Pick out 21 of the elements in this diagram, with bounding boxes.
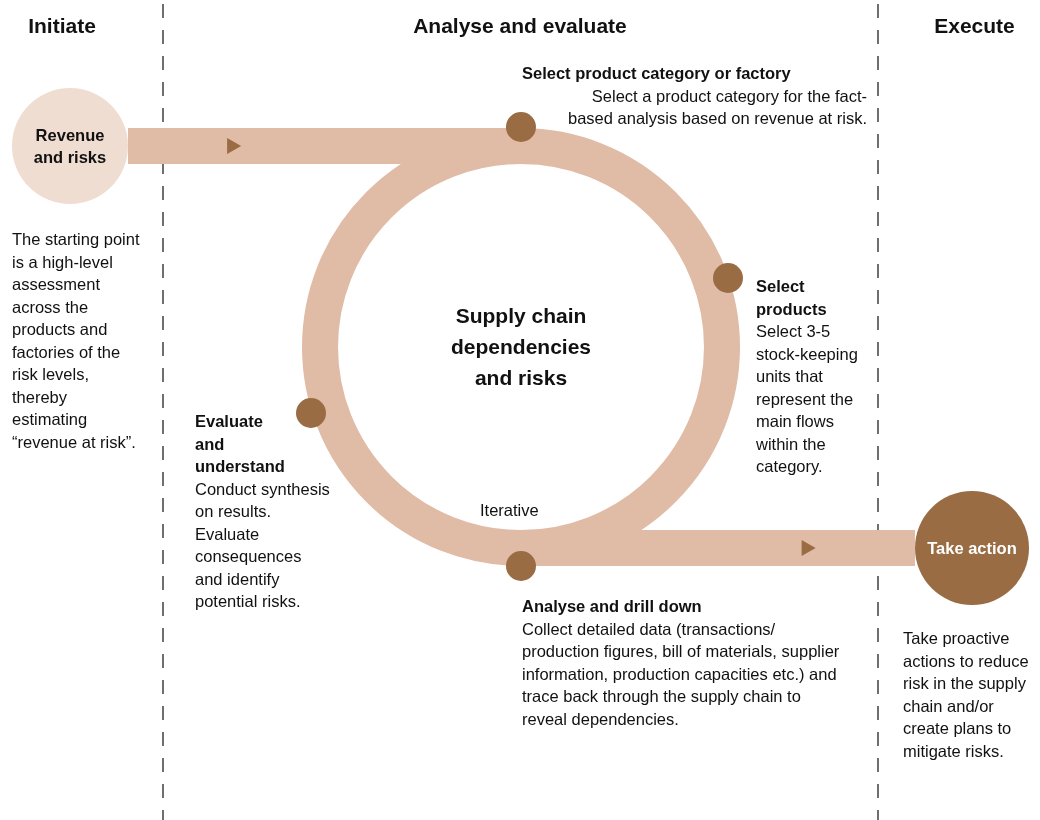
circle-label: Revenue and risks <box>32 125 108 168</box>
step-description: Collect detailed data (transactions/ production figures, bill of materials, supplier information, production capacities etc.) and trace back through the supply chain to reveal dependencies. <box>522 618 841 730</box>
description-text: The starting point is a high-level assessment across the products and factories of the risk levels, thereby estimating “revenue at risk”. <box>12 229 140 453</box>
column-heading: Execute <box>933 13 1016 39</box>
step-description: Select a product category for the fact-based analysis based on revenue at risk. <box>567 85 867 129</box>
step-heading: Select products <box>756 276 828 320</box>
column-heading: Initiate <box>27 13 97 39</box>
step-dot <box>296 398 326 428</box>
ring-title: Supply chain dependencies and risks <box>449 303 593 391</box>
step-dot <box>713 263 743 293</box>
step-description: Conduct synthesis on results. Evaluate consequences and identify potential risks. <box>195 478 330 612</box>
step-description: Select 3-5 stock-keeping units that represent the main flows within the category. <box>756 321 859 477</box>
step-dot <box>506 112 536 142</box>
circle-label: Take action <box>927 538 1017 559</box>
step-heading: Analyse and drill down <box>522 596 703 617</box>
description-text: Take proactive actions to reduce risk in the supply chain and/or create plans to mitigate risks. <box>903 628 1030 762</box>
step-dot <box>506 551 536 581</box>
step-heading: Evaluate and understand <box>195 411 285 477</box>
step-heading: Select product category or factory <box>522 63 792 84</box>
column-heading: Analyse and evaluate <box>412 13 628 39</box>
cycle-label: Iterative <box>480 500 540 521</box>
